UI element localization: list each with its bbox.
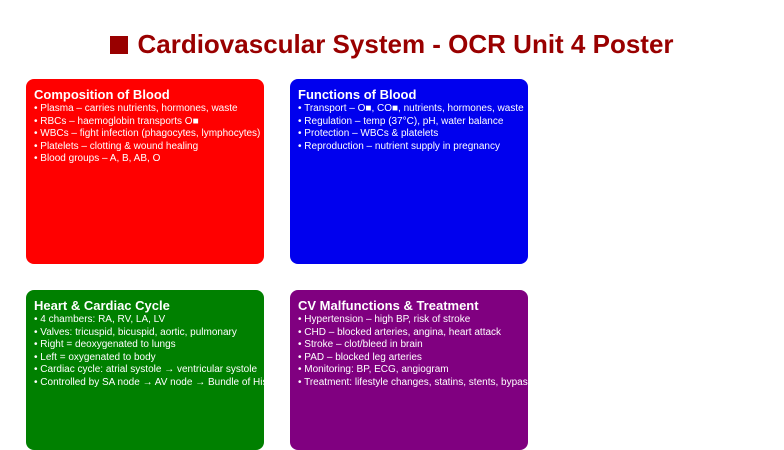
- list-item: • Hypertension – high BP, risk of stroke: [298, 314, 471, 325]
- list-item: • Regulation – temp (37°C), pH, water ba…: [298, 115, 504, 127]
- list-item: • Controlled by SA node → AV node → Bund…: [34, 376, 264, 388]
- card-title: CV Malfunctions & Treatment: [298, 298, 479, 313]
- card-list: • Plasma – carries nutrients, hormones, …: [34, 103, 261, 166]
- card-cv-malfunctions-treatment: CV Malfunctions & Treatment • Hypertensi…: [290, 290, 528, 450]
- list-item: • Treatment: lifestyle changes, statins,…: [298, 376, 528, 388]
- card-functions-of-blood: Functions of Blood • Transport – O■, CO■…: [290, 79, 528, 264]
- list-item: • Blood groups – A, B, AB, O: [34, 153, 161, 164]
- list-item: • Reproduction – nutrient supply in preg…: [298, 140, 500, 152]
- black-square-icon: [110, 36, 129, 54]
- list-item: • PAD – blocked leg arteries: [298, 351, 422, 363]
- list-item: • Right = deoxygenated to lungs: [34, 339, 176, 350]
- list-item: • Plasma – carries nutrients, hormones, …: [34, 103, 238, 114]
- list-item: • WBCs – fight infection (phagocytes, ly…: [34, 128, 261, 139]
- card-heart-cardiac-cycle: Heart & Cardiac Cycle • 4 chambers: RA, …: [26, 290, 264, 450]
- list-item: • 4 chambers: RA, RV, LA, LV: [34, 314, 166, 325]
- card-list: • 4 chambers: RA, RV, LA, LV • Valves: t…: [34, 314, 264, 389]
- list-item: • Stroke – clot/bleed in brain: [298, 339, 423, 350]
- list-item: • CHD – blocked arteries, angina, heart …: [298, 326, 502, 338]
- list-item: • Platelets – clotting & wound healing: [34, 140, 199, 152]
- poster-title: Cardiovascular System - OCR Unit 4 Poste…: [0, 27, 784, 61]
- list-item: • Monitoring: BP, ECG, angiogram: [298, 364, 449, 375]
- card-list: • Hypertension – high BP, risk of stroke…: [298, 314, 528, 389]
- list-item: • Valves: tricuspid, bicuspid, aortic, p…: [34, 326, 237, 338]
- poster-title-text: Cardiovascular System - OCR Unit 4 Poste…: [137, 29, 674, 59]
- list-item: • Transport – O■, CO■, nutrients, hormon…: [298, 103, 524, 114]
- card-title: Composition of Blood: [34, 87, 170, 102]
- card-composition-of-blood: Composition of Blood • Plasma – carries …: [26, 79, 264, 264]
- card-title: Heart & Cardiac Cycle: [34, 298, 170, 313]
- card-list: • Transport – O■, CO■, nutrients, hormon…: [298, 103, 524, 153]
- list-item: • RBCs – haemoglobin transports O■: [34, 115, 199, 127]
- list-item: • Protection – WBCs & platelets: [298, 128, 439, 139]
- list-item: • Cardiac cycle: atrial systole → ventri…: [34, 364, 258, 375]
- card-title: Functions of Blood: [298, 87, 417, 102]
- list-item: • Left = oxygenated to body: [34, 351, 156, 363]
